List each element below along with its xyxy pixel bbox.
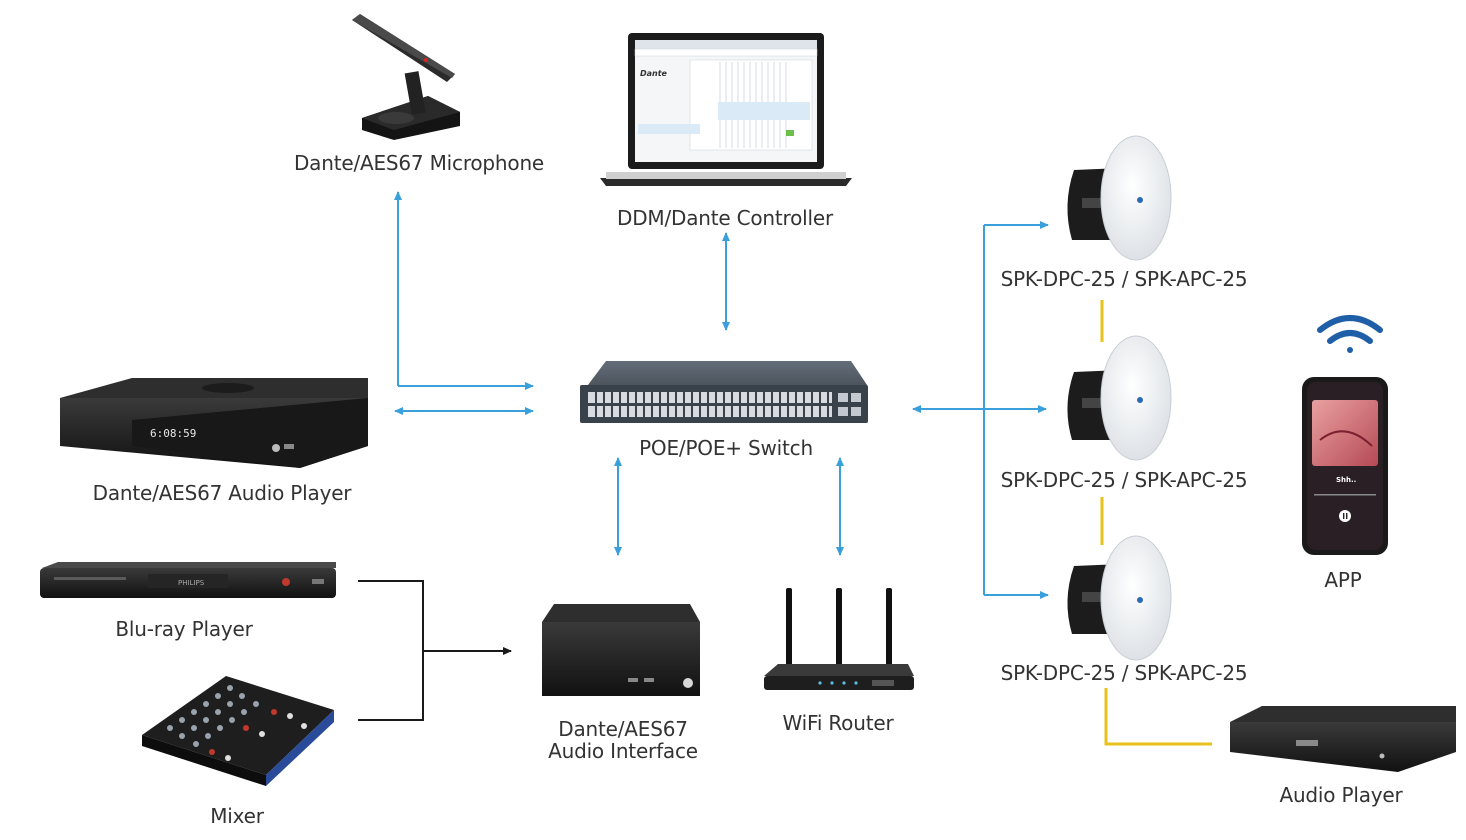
player-clock: 6:08:59 [150,427,196,440]
bluray-brand: PHILIPS [178,579,205,587]
switch-label: POE/POE+ Switch [639,436,813,460]
switch-device[interactable] [580,361,868,423]
audio-player-right-device[interactable] [1230,706,1456,772]
microphone-label: Dante/AES67 Microphone [293,151,545,175]
speaker-2-label: SPK-DPC-25 / SPK-APC-25 [1000,468,1248,492]
app-label: APP [1324,568,1362,592]
bluray-label: Blu-ray Player [115,617,253,641]
speaker-1-device[interactable] [1067,135,1172,261]
router-label: WiFi Router [782,711,894,735]
audio-interface-device[interactable] [542,604,700,696]
audio-player-left-label: Dante/AES67 Audio Player [92,481,352,505]
analog-links [358,580,512,721]
mixer-label: Mixer [210,804,264,828]
speaker-3-device[interactable] [1067,535,1172,661]
link-speaker-audio-player [1104,688,1212,746]
interface-label-line1: Dante/AES67 [558,717,688,741]
speaker-links [1100,300,1212,746]
controller-label: DDM/Dante Controller [616,206,834,230]
mixer-device[interactable] [142,676,334,786]
audio-player-right-label: Audio Player [1279,783,1403,807]
interface-label-line2: Audio Interface [548,739,698,763]
laptop-device[interactable]: Dante [600,33,852,186]
wifi-router-device[interactable] [764,588,914,690]
microphone-device[interactable] [352,14,460,140]
network-links [394,191,1049,599]
audio-player-left-device[interactable]: 6:08:59 [60,378,368,468]
phone-track: Shh.. [1336,476,1356,484]
screen-brand: Dante [640,69,668,78]
speaker-2-device[interactable] [1067,335,1172,461]
speaker-3-label: SPK-DPC-25 / SPK-APC-25 [1000,661,1248,685]
bluray-device[interactable]: PHILIPS [40,562,336,598]
wifi-icon [1317,315,1383,353]
phone-device[interactable]: Shh.. [1302,377,1388,555]
speaker-1-label: SPK-DPC-25 / SPK-APC-25 [1000,267,1248,291]
switch-ports [588,390,861,419]
link-bluray-merge [358,580,424,721]
